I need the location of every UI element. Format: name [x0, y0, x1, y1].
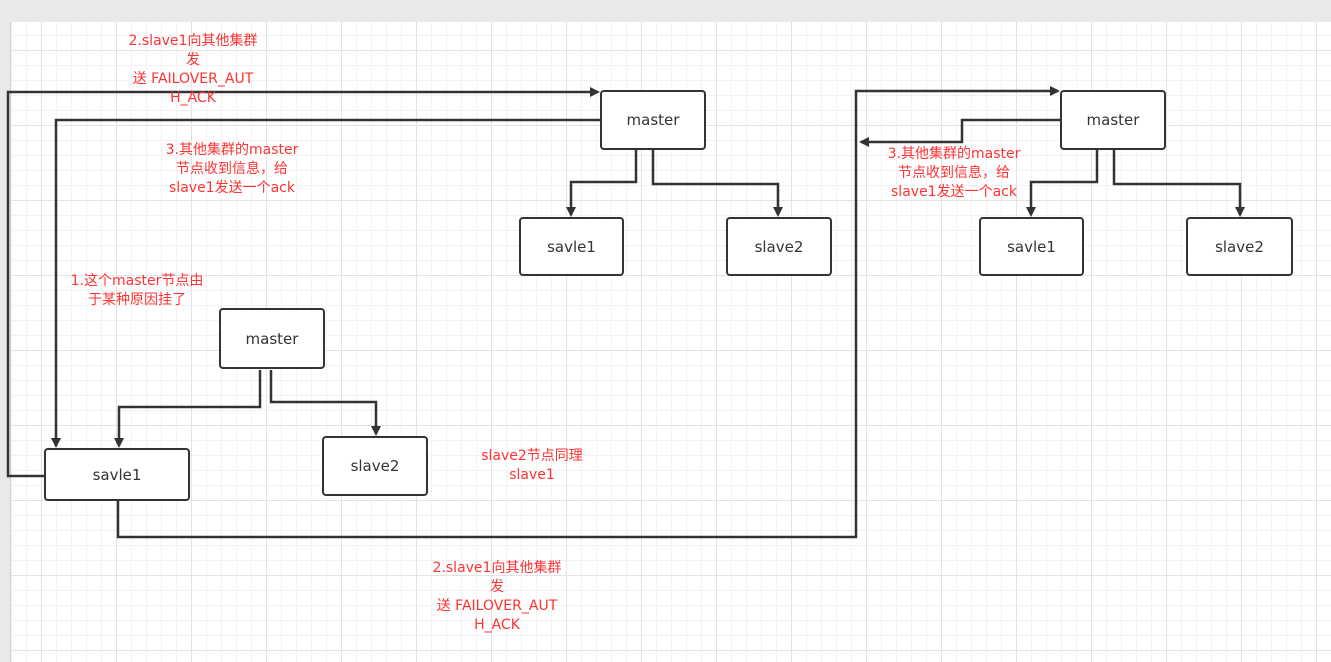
mid-slave2-node[interactable]: slave2 [726, 217, 832, 276]
edge-right-master-ack [859, 118, 1061, 147]
note-line: 发 [490, 579, 504, 595]
edge-slave1-to-right-master [116, 86, 1060, 539]
right-slave1-node[interactable]: savle1 [979, 217, 1084, 276]
edge-left-master-to-slave2 [269, 370, 381, 436]
note-line: 3.其他集群的master [887, 146, 1021, 162]
note-line: slave1发送一个ack [891, 184, 1017, 200]
note-line: slave1 [509, 467, 555, 483]
note-slave2-same: slave2节点同理 slave1 [466, 447, 598, 485]
note-line: H_ACK [170, 90, 216, 106]
note-line: 发 [186, 52, 200, 68]
edge-slave1-to-mid-master [6, 87, 600, 478]
left-master-node[interactable]: master [219, 308, 325, 369]
note-line: H_ACK [474, 617, 520, 633]
note-line: 节点收到信息，给 [176, 161, 288, 177]
left-slave2-node[interactable]: slave2 [322, 436, 428, 496]
note-line: 节点收到信息，给 [898, 165, 1010, 181]
edge-right-master-to-slave2 [1112, 150, 1245, 217]
note-line: 2.slave1向其他集群 [128, 33, 258, 49]
note-line: 送 FAILOVER_AUT [132, 71, 254, 87]
note-line: 送 FAILOVER_AUT [436, 598, 558, 614]
note-line: slave2节点同理 [481, 448, 583, 464]
note-line: 于某种原因挂了 [88, 292, 186, 308]
mid-slave1-node[interactable]: savle1 [519, 217, 624, 276]
note-step2-top: 2.slave1向其他集群 发 送 FAILOVER_AUT H_ACK [113, 32, 273, 108]
note-step2-bottom: 2.slave1向其他集群 发 送 FAILOVER_AUT H_ACK [417, 559, 577, 635]
note-line: 3.其他集群的master [165, 142, 299, 158]
right-slave2-node[interactable]: slave2 [1186, 217, 1293, 276]
edge-mid-master-ack-to-slave1 [51, 118, 601, 448]
mid-master-node[interactable]: master [600, 90, 706, 150]
note-step3-right: 3.其他集群的master 节点收到信息，给 slave1发送一个ack [868, 145, 1040, 202]
note-line: 2.slave1向其他集群 [432, 560, 562, 576]
edge-mid-master-to-slave1 [566, 150, 638, 217]
note-step3-mid: 3.其他集群的master 节点收到信息，给 slave1发送一个ack [146, 141, 318, 198]
note-step1: 1.这个master节点由 于某种原因挂了 [56, 272, 218, 310]
edge-mid-master-to-slave2 [651, 150, 783, 217]
note-line: slave1发送一个ack [169, 180, 295, 196]
left-slave1-node[interactable]: savle1 [44, 448, 190, 501]
edge-left-master-to-slave1 [114, 370, 262, 448]
edge-right-master-to-slave1 [1026, 150, 1099, 217]
note-line: 1.这个master节点由 [70, 273, 204, 289]
right-master-node[interactable]: master [1060, 90, 1166, 150]
